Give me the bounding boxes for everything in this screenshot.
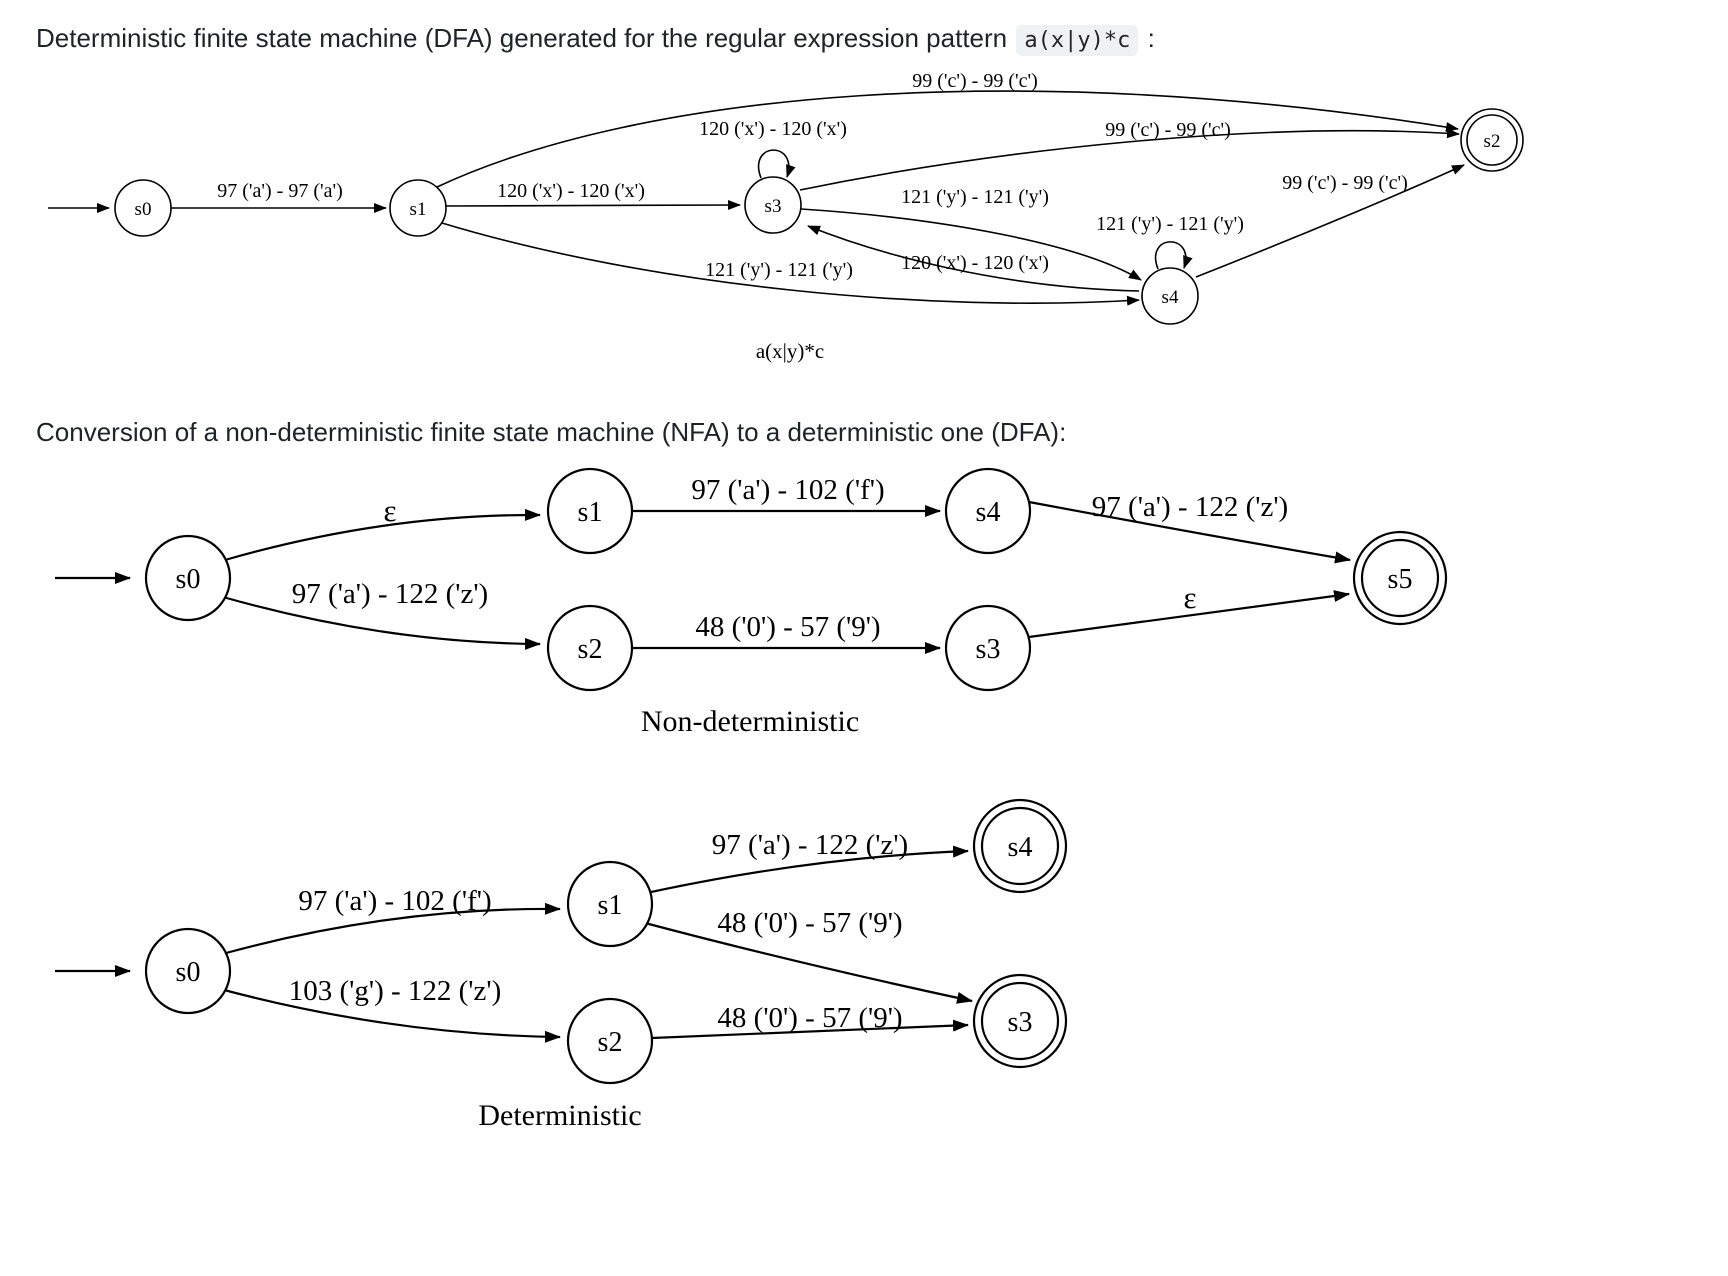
state-label-s2: s2 — [598, 1027, 623, 1058]
edge-s4-self-loop — [1154, 240, 1193, 269]
edge-s0-s2 — [223, 988, 561, 1043]
state-s0 — [144, 534, 232, 622]
heading-dfa-regex: Deterministic finite state machine (DFA)… — [0, 0, 1728, 56]
edge-s0-s1 — [225, 902, 561, 955]
edge-label-s1-s4: 97 ('a') - 122 ('z') — [712, 829, 908, 861]
edge-label-s2-s3: 48 ('0') - 57 ('9') — [695, 611, 880, 643]
state-s1 — [566, 860, 654, 948]
edge-s1-s4 — [650, 845, 969, 894]
edge-s3-self-loop — [757, 148, 796, 178]
edge-label-s0-s1: 97 ('a') - 102 ('f') — [298, 885, 491, 917]
state-s1 — [389, 178, 447, 237]
state-label-s2: s2 — [578, 634, 603, 665]
state-label-s1: s1 — [578, 497, 603, 528]
state-s4 — [1141, 266, 1199, 325]
state-label-s2: s2 — [1484, 131, 1501, 152]
state-label-s4: s4 — [1162, 287, 1179, 308]
edge-label-s0-s1: 97 ('a') - 97 ('a') — [217, 180, 342, 202]
state-label-s1: s1 — [598, 890, 623, 921]
state-s2-accepting-inner — [1466, 113, 1518, 166]
state-label-s3: s3 — [1008, 1007, 1033, 1038]
edge-s2-s3 — [651, 1019, 969, 1040]
heading-dfa-regex-colon: : — [1147, 23, 1155, 53]
edge-label-s0-s2: 103 ('g') - 122 ('z') — [289, 975, 502, 1007]
nfa-diagram: ε 97 ('a') - 122 ('z') 97 ('a') - 102 ('… — [55, 467, 1448, 738]
heading-nfa-conversion-text: Conversion of a non-deterministic finite… — [36, 416, 1067, 447]
edge-label-s3-s5-epsilon: ε — [1183, 580, 1196, 615]
state-s0 — [144, 927, 232, 1015]
state-s0 — [114, 178, 172, 237]
state-s5-accepting-inner — [1360, 538, 1440, 618]
edge-label-s2-s3: 48 ('0') - 57 ('9') — [717, 1002, 902, 1034]
edge-label-s4-loop: 121 ('y') - 121 ('y') — [1096, 213, 1244, 235]
dfa-regex-caption: a(x|y)*c — [756, 339, 824, 363]
edge-s1-s3 — [445, 199, 741, 210]
edge-s1-s3 — [644, 921, 973, 1004]
nfa-caption: Non-deterministic — [641, 705, 859, 738]
state-label-s0: s0 — [176, 564, 201, 595]
edge-s3-s4 — [800, 207, 1142, 281]
edge-label-s1-s2: 99 ('c') - 99 ('c') — [912, 70, 1037, 92]
edge-label-s1-s3: 48 ('0') - 57 ('9') — [717, 907, 902, 939]
edge-label-s3-loop: 120 ('x') - 120 ('x') — [699, 118, 847, 140]
edge-s0-s1 — [224, 508, 541, 562]
edge-label-s4-s2: 99 ('c') - 99 ('c') — [1282, 172, 1407, 194]
edge-s3-s5 — [1028, 590, 1350, 639]
edge-s4-s3 — [807, 224, 1140, 292]
edge-label-s0-s1-epsilon: ε — [383, 493, 396, 528]
edge-s4-s2 — [1195, 163, 1465, 278]
state-label-s4: s4 — [1008, 832, 1033, 863]
state-label-s3: s3 — [976, 634, 1001, 665]
heading-nfa-conversion: Conversion of a non-deterministic finite… — [0, 370, 1728, 449]
edge-s1-s2 — [436, 89, 1459, 188]
edge-label-s3-s2: 99 ('c') - 99 ('c') — [1105, 119, 1230, 141]
state-label-s0: s0 — [135, 199, 152, 220]
edge-s0-s2 — [222, 595, 541, 650]
dfa-regex-diagram: 97 ('a') - 97 ('a') 120 ('x') - 120 ('x'… — [48, 70, 1524, 363]
edge-label-s3-s4: 121 ('y') - 121 ('y') — [901, 186, 1049, 208]
state-s3-accepting-inner — [980, 981, 1060, 1061]
state-s1 — [546, 467, 634, 555]
state-s4 — [944, 467, 1032, 555]
state-label-s0: s0 — [176, 957, 201, 988]
edge-label-s4-s5: 97 ('a') - 122 ('z') — [1092, 491, 1288, 523]
edge-s3-s2 — [799, 127, 1460, 191]
state-s2 — [566, 997, 654, 1085]
dfa-caption: Deterministic — [478, 1099, 641, 1132]
regex-pattern-chip: a(x|y)*c — [1016, 25, 1139, 56]
heading-dfa-regex-text: Deterministic finite state machine (DFA)… — [36, 23, 1008, 53]
edge-s1-s4 — [441, 221, 1140, 306]
state-label-s4: s4 — [976, 497, 1001, 528]
converted-dfa-diagram: 97 ('a') - 102 ('f') 103 ('g') - 122 ('z… — [55, 798, 1068, 1132]
edge-label-s4-s3: 120 ('x') - 120 ('x') — [901, 252, 1049, 274]
state-s3 — [944, 604, 1032, 692]
edge-label-s1-s4: 97 ('a') - 102 ('f') — [691, 474, 884, 506]
state-s3 — [744, 175, 802, 234]
edge-s4-s5 — [1028, 500, 1351, 564]
edge-label-s1-s3: 120 ('x') - 120 ('x') — [497, 180, 645, 202]
edge-label-s1-s4: 121 ('y') - 121 ('y') — [705, 259, 853, 281]
state-s2 — [546, 604, 634, 692]
state-label-s3: s3 — [765, 196, 782, 217]
state-s4-accepting-inner — [980, 806, 1060, 886]
state-label-s5: s5 — [1388, 564, 1413, 595]
edge-label-s0-s2: 97 ('a') - 122 ('z') — [292, 578, 488, 610]
state-label-s1: s1 — [410, 199, 427, 220]
